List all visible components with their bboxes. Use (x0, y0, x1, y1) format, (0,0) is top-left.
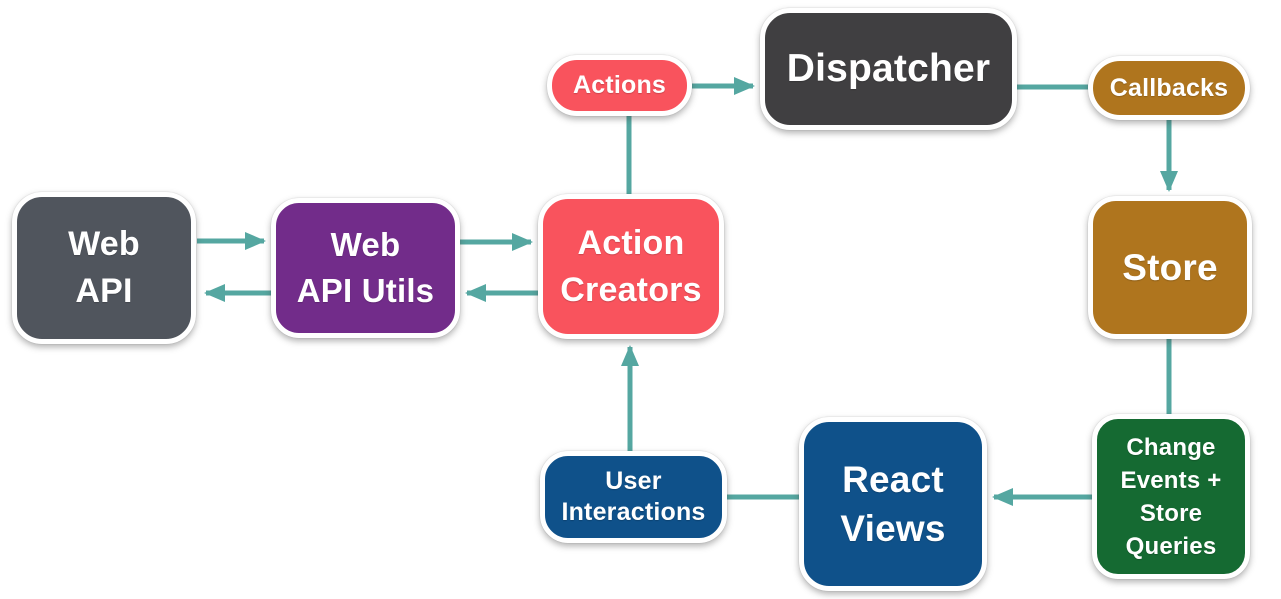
node-web-api-utils: Web API Utils (271, 198, 460, 338)
node-web-api-label-line1: Web (68, 225, 140, 263)
node-web-api-utils-label-line2: API Utils (296, 272, 435, 309)
node-user-interactions: User Interactions (540, 451, 727, 543)
node-store: Store (1088, 196, 1252, 339)
node-store-label: Store (1122, 246, 1218, 288)
node-action-creators: Action Creators (538, 194, 724, 339)
node-dispatcher: Dispatcher (760, 8, 1017, 130)
node-change-events-label-line4: Queries (1125, 532, 1217, 560)
node-action-creators-label-line1: Action (577, 223, 685, 262)
node-web-api-label-line2: API (75, 272, 133, 310)
node-react-views: React Views (799, 417, 987, 591)
node-callbacks-label: Callbacks (1109, 73, 1229, 102)
node-actions: Actions (547, 55, 692, 116)
node-react-views-label-line2: Views (840, 508, 946, 549)
node-change-events-label-line2: Events + (1120, 466, 1222, 494)
node-dispatcher-label: Dispatcher (786, 47, 991, 90)
node-change-events-store-queries: Change Events + Store Queries (1092, 414, 1250, 579)
node-change-events-label-line1: Change (1126, 433, 1216, 461)
node-web-api: Web API (12, 192, 196, 344)
node-callbacks: Callbacks (1088, 56, 1250, 120)
node-actions-label: Actions (572, 71, 667, 99)
node-user-interactions-label-line1: User (605, 467, 662, 495)
node-react-views-label-line1: React (842, 459, 944, 500)
node-action-creators-label-line2: Creators (560, 270, 702, 309)
node-web-api-utils-label-line1: Web (330, 226, 401, 263)
node-change-events-label-line3: Store (1139, 499, 1203, 527)
node-user-interactions-label-line2: Interactions (561, 498, 706, 526)
